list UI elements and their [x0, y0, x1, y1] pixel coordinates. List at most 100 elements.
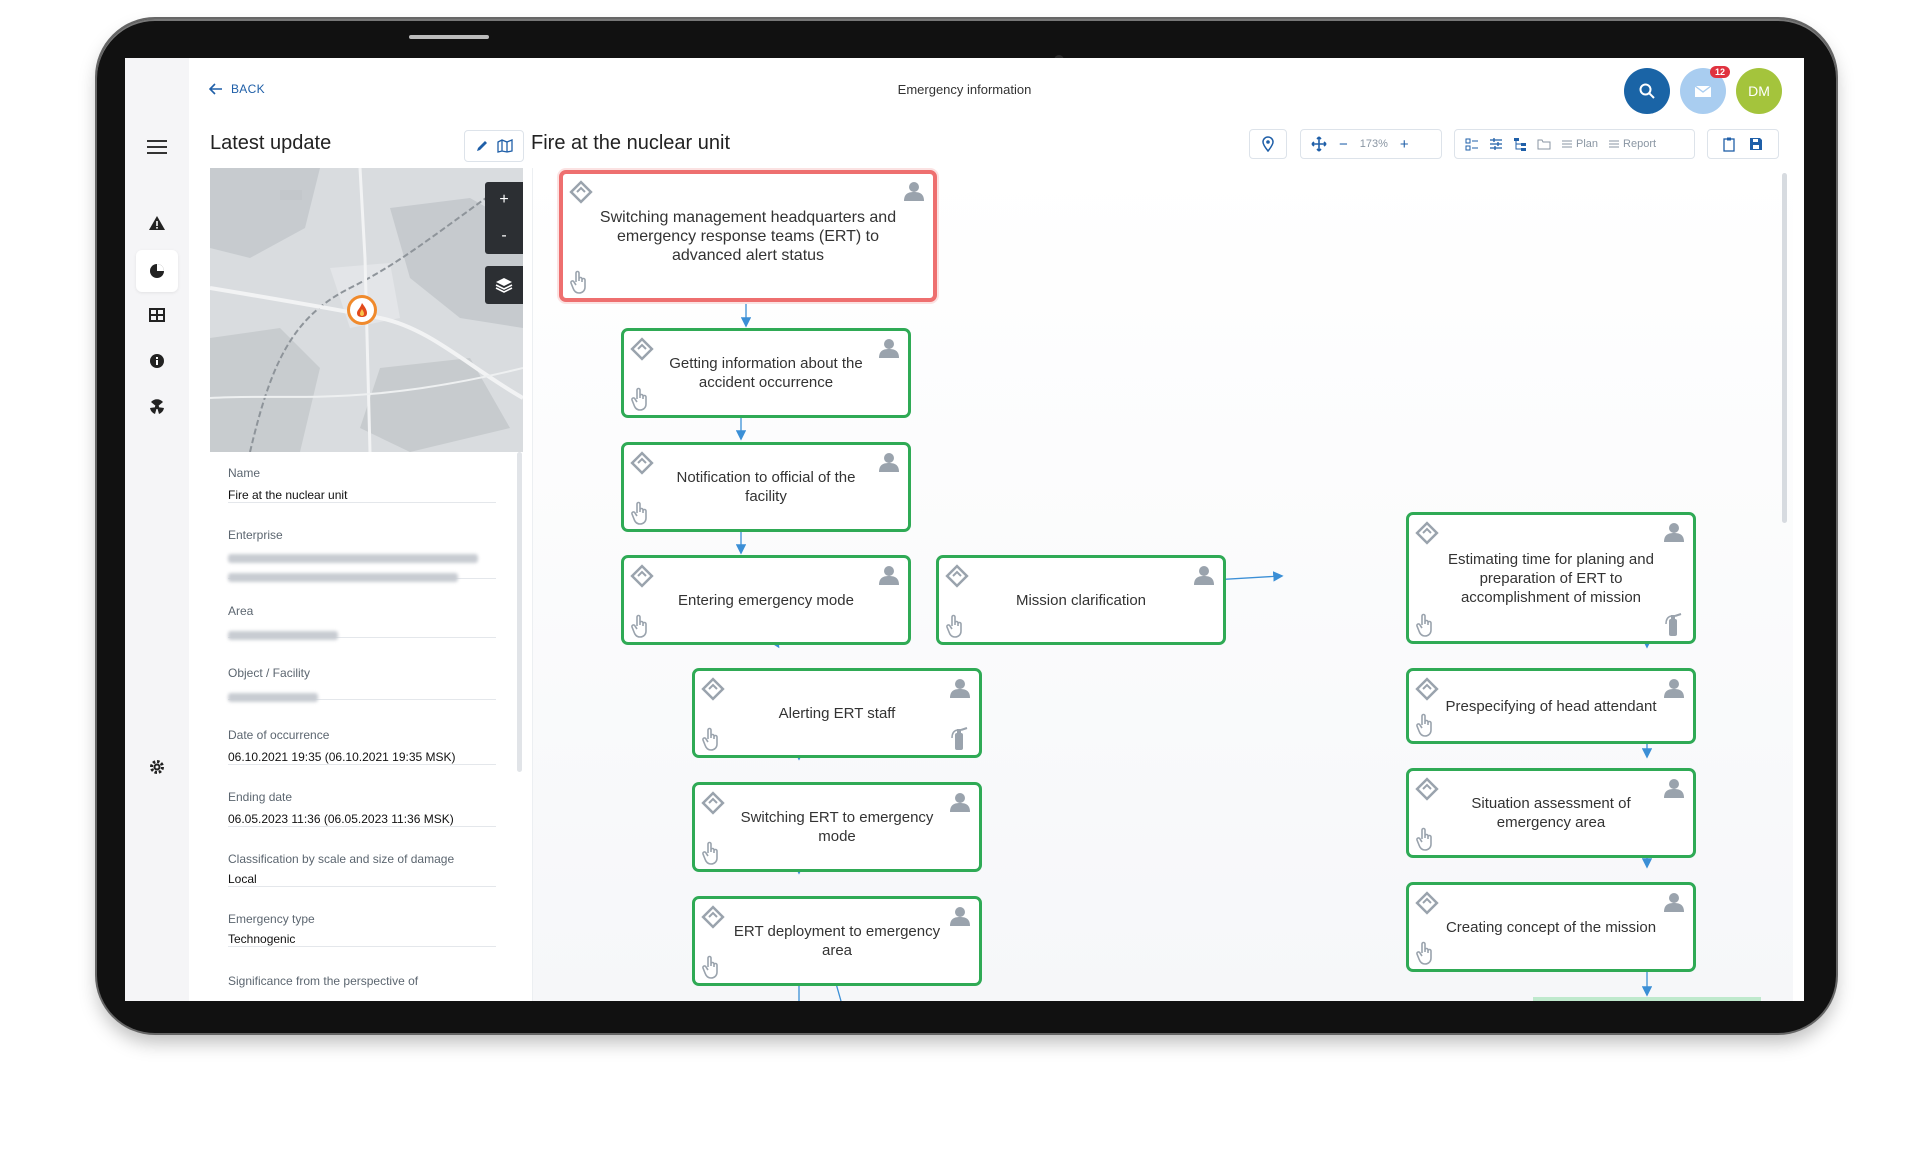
location-button[interactable] — [1249, 129, 1287, 159]
flow-diagram-canvas[interactable]: Switching management headquarters and em… — [532, 168, 1793, 1001]
map-zoom-in-button[interactable]: + — [499, 191, 509, 208]
fire-marker-icon[interactable] — [347, 295, 377, 325]
node-action-hand-icon[interactable] — [630, 387, 650, 411]
flow-node[interactable]: Notification to official of the facility — [621, 442, 911, 532]
clipboard-icon[interactable] — [1723, 137, 1735, 152]
node-assignee-person-icon — [878, 337, 900, 359]
field-value: Technogenic — [228, 932, 296, 946]
field-date-of-occurrence: Date of occurrence 06.10.2021 19:35 (06.… — [228, 728, 496, 765]
field-label: Area — [228, 604, 254, 618]
plan-list-icon — [1562, 140, 1572, 148]
flow-node[interactable]: Switching ERT to emergency mode — [692, 782, 982, 872]
hierarchy-icon[interactable] — [1513, 137, 1527, 151]
flow-node[interactable]: Creating concept of the mission — [1406, 882, 1696, 972]
messages-button[interactable]: 12 — [1680, 66, 1730, 114]
fire-extinguisher-icon — [949, 725, 969, 751]
field-value: Fire at the nuclear unit — [228, 488, 348, 502]
incident-details: Name Fire at the nuclear unit Enterprise… — [210, 452, 515, 1001]
incident-map[interactable]: + - — [210, 168, 523, 452]
plan-label: Plan — [1576, 138, 1599, 150]
node-action-hand-icon[interactable] — [1415, 713, 1435, 737]
field-label: Name — [228, 466, 261, 480]
blurred-area-value — [228, 627, 496, 645]
node-action-hand-icon[interactable] — [630, 614, 650, 638]
field-label: Object / Facility — [228, 666, 311, 680]
table-icon[interactable] — [136, 294, 178, 336]
node-assignee-person-icon — [878, 451, 900, 473]
node-type-diamond-icon — [1415, 891, 1439, 915]
node-text: ERT deployment to emergency area — [733, 923, 941, 959]
node-assignee-person-icon — [1663, 777, 1685, 799]
app-screen: BACK Emergency information 12 DM Latest … — [125, 58, 1804, 1001]
flow-node[interactable]: Getting information about the accident o… — [621, 328, 911, 418]
report-button[interactable]: Report — [1608, 138, 1656, 150]
node-text: Notification to official of the facility — [676, 469, 856, 505]
info-icon[interactable] — [136, 340, 178, 382]
menu-icon[interactable] — [136, 126, 178, 168]
diagram-toolbar: Plan Report — [1454, 129, 1695, 159]
back-button[interactable]: BACK — [209, 82, 265, 96]
left-panel-scrollbar[interactable] — [517, 452, 522, 772]
flow-node[interactable]: Prespecifying of head attendant — [1406, 668, 1696, 744]
node-type-diamond-icon — [701, 905, 725, 929]
field-value: 06.10.2021 19:35 (06.10.2021 19:35 MSK) — [228, 750, 456, 764]
zoom-out-button[interactable]: − — [1339, 135, 1348, 153]
plan-button[interactable]: Plan — [1561, 138, 1598, 150]
back-label: BACK — [231, 82, 265, 96]
flow-node[interactable]: Switching management headquarters and em… — [559, 170, 937, 302]
search-button[interactable] — [1624, 68, 1670, 114]
flow-node[interactable]: Entering emergency mode — [621, 555, 911, 645]
node-text: Creating concept of the mission — [1445, 918, 1657, 936]
node-action-hand-icon[interactable] — [701, 841, 721, 865]
node-type-diamond-icon — [630, 337, 654, 361]
radiation-icon[interactable] — [136, 386, 178, 428]
node-text: Entering emergency mode — [678, 591, 854, 609]
map-zoom-out-button[interactable]: - — [501, 227, 507, 244]
nav-rail — [125, 58, 189, 1001]
field-object-facility: Object / Facility — [228, 666, 496, 702]
zoom-in-button[interactable]: + — [1399, 135, 1409, 153]
node-action-hand-icon[interactable] — [569, 270, 589, 294]
node-action-hand-icon[interactable] — [630, 501, 650, 525]
map-icon[interactable] — [497, 139, 513, 153]
document-actions — [1707, 129, 1779, 159]
save-icon[interactable] — [1749, 137, 1763, 151]
diagram-title: Fire at the nuclear unit — [531, 132, 730, 154]
warning-icon[interactable] — [136, 202, 178, 244]
pencil-icon[interactable] — [475, 139, 489, 153]
field-significance: Significance from the perspective of — [228, 974, 496, 988]
field-label: Classification by scale and size of dama… — [228, 852, 455, 866]
flow-node[interactable]: Mission clarification — [936, 555, 1226, 645]
node-text: Getting information about the accident o… — [669, 355, 863, 391]
report-label: Report — [1623, 138, 1657, 150]
node-action-hand-icon[interactable] — [945, 614, 965, 638]
node-action-hand-icon[interactable] — [701, 955, 721, 979]
pie-chart-icon[interactable] — [136, 250, 178, 292]
map-layers-button[interactable] — [485, 266, 523, 304]
node-action-hand-icon[interactable] — [1415, 613, 1435, 637]
settings-gear-icon[interactable] — [136, 746, 178, 788]
node-action-hand-icon[interactable] — [1415, 827, 1435, 851]
field-label: Ending date — [228, 790, 293, 804]
flow-node[interactable]: ERT deployment to emergency area — [692, 896, 982, 986]
left-panel-actions — [464, 130, 524, 162]
folder-icon[interactable] — [1537, 138, 1551, 150]
canvas-scrollbar[interactable] — [1782, 173, 1787, 523]
list-view-icon[interactable] — [1465, 138, 1479, 151]
flow-node[interactable]: Estimating time for planing and preparat… — [1406, 512, 1696, 644]
flow-node[interactable]: Alerting ERT staff — [692, 668, 982, 758]
node-assignee-person-icon — [1663, 891, 1685, 913]
location-pin-icon — [1262, 136, 1274, 152]
avatar[interactable]: DM — [1736, 68, 1782, 114]
move-arrows-icon[interactable] — [1311, 136, 1327, 152]
page-title: Emergency information — [897, 82, 1032, 97]
node-assignee-person-icon — [1193, 564, 1215, 586]
branch-view-icon[interactable] — [1489, 137, 1503, 151]
node-action-hand-icon[interactable] — [1415, 941, 1435, 965]
blurred-enterprise-value — [228, 550, 496, 587]
node-action-hand-icon[interactable] — [701, 727, 721, 751]
node-text: Mission clarification — [1015, 591, 1147, 609]
map-zoom-controls: + - — [485, 182, 523, 254]
flow-node[interactable]: Situation assessment of emergency area — [1406, 768, 1696, 858]
search-icon — [1639, 83, 1655, 99]
